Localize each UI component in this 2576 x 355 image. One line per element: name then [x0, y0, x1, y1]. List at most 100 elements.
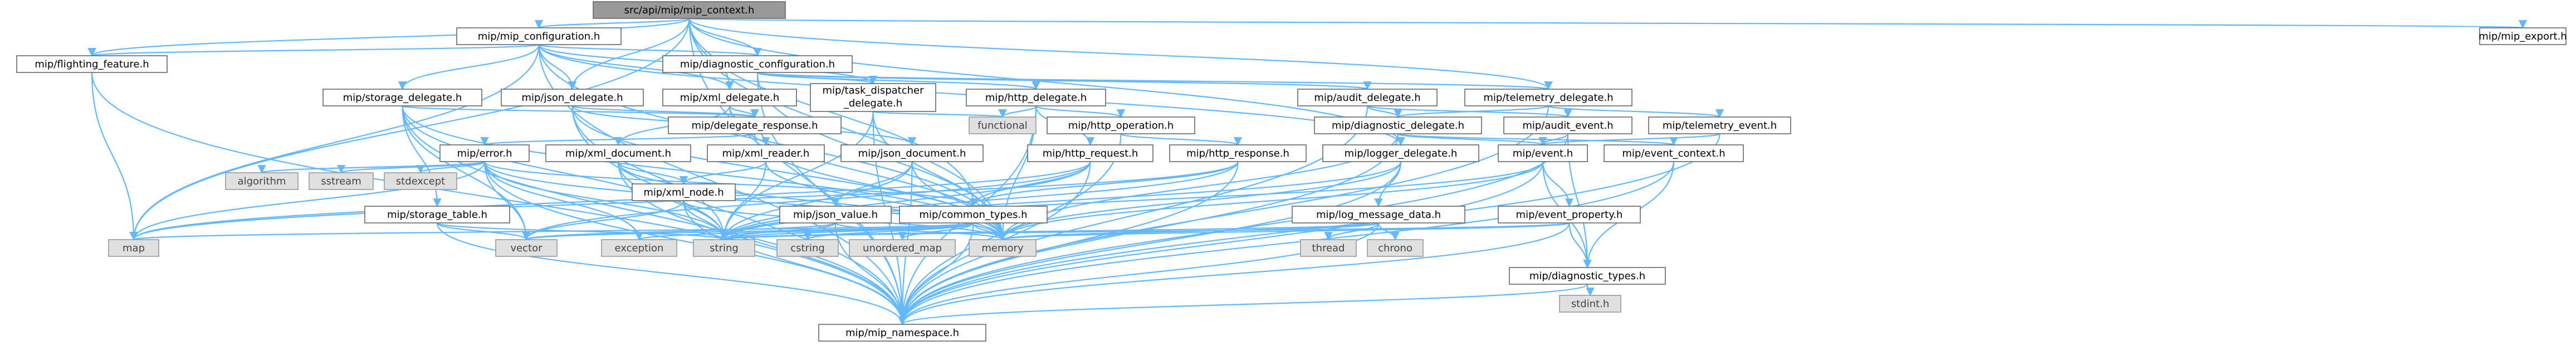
- node-thread: thread: [1300, 239, 1357, 257]
- node-mip-configuration[interactable]: mip/mip_configuration.h: [456, 27, 622, 45]
- node-chrono: chrono: [1367, 239, 1424, 257]
- edge-http_operation-to-http_response: [1120, 133, 1242, 146]
- node-log-message-data[interactable]: mip/log_message_data.h: [1292, 206, 1465, 223]
- edge-error-to-map: [129, 161, 486, 241]
- node-box: [309, 172, 374, 190]
- node-label: mip/common_types.h: [919, 209, 1027, 221]
- node-label: mip/mip_configuration.h: [478, 31, 600, 42]
- edge-telemetry_delegate-to-diagnostic_delegate: [1394, 105, 1549, 118]
- node-label-line: _delegate.h: [843, 98, 902, 109]
- node-http-response[interactable]: mip/http_response.h: [1169, 144, 1307, 162]
- node-label: mip/http_delegate.h: [985, 92, 1087, 104]
- node-xml-reader[interactable]: mip/xml_reader.h: [707, 144, 825, 162]
- edge-json_delegate-to-delegate_response: [571, 105, 759, 118]
- edge-flighting_feature-to-mip_namespace: [91, 72, 907, 325]
- node-label: mip/logger_delegate.h: [1345, 148, 1458, 159]
- node-box: [668, 116, 842, 134]
- node-functional: functional: [969, 116, 1037, 134]
- node-diagnostic-configuration[interactable]: mip/diagnostic_configuration.h: [662, 55, 853, 73]
- node-audit-event[interactable]: mip/audit_event.h: [1503, 116, 1632, 134]
- node-cstring: cstring: [776, 239, 839, 257]
- node-diagnostic-types[interactable]: mip/diagnostic_types.h: [1509, 267, 1666, 285]
- node-stdexcept: stdexcept: [384, 172, 457, 190]
- edge-http_request-to-map: [129, 161, 1091, 241]
- node-box: [108, 239, 159, 257]
- node-xml-document[interactable]: mip/xml_document.h: [545, 144, 691, 162]
- edge-event_property-to-mip_namespace: [898, 222, 1570, 325]
- node-box: [1300, 239, 1357, 257]
- node-box: [776, 239, 839, 257]
- edge-root-to-common_types: [688, 18, 978, 207]
- node-label: mip/flighting_feature.h: [35, 59, 149, 70]
- edge-http_request-to-vector: [522, 161, 1091, 241]
- node-label: mip/http_request.h: [1043, 148, 1138, 159]
- node-box: [969, 239, 1037, 257]
- node-mip-export[interactable]: mip/mip_export.h: [2479, 27, 2567, 45]
- edge-http_response-to-mip_namespace: [898, 161, 1239, 325]
- node-box: [1027, 144, 1153, 162]
- node-algorithm: algorithm: [225, 172, 299, 190]
- node-http-delegate[interactable]: mip/http_delegate.h: [966, 89, 1106, 106]
- node-storage-delegate[interactable]: mip/storage_delegate.h: [322, 89, 482, 106]
- node-json-delegate[interactable]: mip/json_delegate.h: [501, 89, 644, 106]
- edge-root-to-flighting_feature: [87, 18, 690, 57]
- node-audit-delegate[interactable]: mip/audit_delegate.h: [1297, 89, 1438, 106]
- node-label: sstream: [321, 176, 361, 187]
- node-common-types[interactable]: mip/common_types.h: [899, 206, 1048, 223]
- edge-diagnostic_delegate-to-event: [1397, 133, 1547, 146]
- edge-mip_configuration-to-flighting_feature: [88, 43, 540, 57]
- node-string: string: [693, 239, 755, 257]
- node-event-property[interactable]: mip/event_property.h: [1498, 206, 1641, 223]
- node-box: [899, 206, 1048, 223]
- node-label: mip/xml_delegate.h: [680, 92, 780, 104]
- node-sstream: sstream: [309, 172, 374, 190]
- node-error[interactable]: mip/error.h: [439, 144, 530, 162]
- node-xml-delegate[interactable]: mip/xml_delegate.h: [662, 89, 797, 106]
- node-telemetry-event[interactable]: mip/telemetry_event.h: [1648, 116, 1791, 134]
- node-mip-namespace[interactable]: mip/mip_namespace.h: [818, 324, 986, 342]
- node-json-value[interactable]: mip/json_value.h: [779, 206, 892, 223]
- node-label: mip/xml_node.h: [643, 187, 724, 198]
- edge-event_property-to-diagnostic_types: [1568, 222, 1592, 269]
- edge-common_types-to-exception: [635, 222, 974, 241]
- edge-json_document-to-string: [720, 161, 913, 241]
- edge-error-to-stdexcept: [416, 161, 486, 174]
- edge-xml_node-to-mip_namespace: [683, 200, 907, 325]
- edge-http_operation-to-mip_namespace: [898, 133, 1122, 325]
- node-http-operation[interactable]: mip/http_operation.h: [1047, 116, 1195, 134]
- node-event-context[interactable]: mip/event_context.h: [1604, 144, 1744, 162]
- node-http-request[interactable]: mip/http_request.h: [1027, 144, 1153, 162]
- edge-json_value-to-memory: [834, 222, 1007, 241]
- edge-logger_delegate-to-string: [720, 161, 1402, 241]
- edge-json_document-to-memory: [911, 161, 1007, 241]
- edge-http_response-to-common_types: [969, 161, 1239, 207]
- node-event[interactable]: mip/event.h: [1498, 144, 1588, 162]
- node-telemetry-delegate[interactable]: mip/telemetry_delegate.h: [1464, 89, 1632, 106]
- node-box: [501, 89, 644, 106]
- edge-layer: [87, 17, 2524, 325]
- edge-log_message_data-to-chrono: [1377, 222, 1400, 241]
- node-json-document[interactable]: mip/json_document.h: [840, 144, 984, 162]
- node-xml-node[interactable]: mip/xml_node.h: [632, 183, 736, 201]
- node-diagnostic-delegate[interactable]: mip/diagnostic_delegate.h: [1314, 116, 1482, 134]
- node-flighting-feature[interactable]: mip/flighting_feature.h: [16, 55, 168, 73]
- node-box: [322, 89, 482, 106]
- edge-mip_configuration-to-diagnostic_configuration: [538, 43, 762, 57]
- node-box: [818, 324, 986, 342]
- node-box: [1322, 144, 1479, 162]
- edge-root-to-telemetry_delegate: [688, 18, 1553, 90]
- edge-http_response-to-string: [720, 161, 1239, 241]
- node-label: mip/mip_export.h: [2479, 31, 2567, 42]
- node-task-dispatcher-delegate[interactable]: mip/task_dispatcher_delegate.h: [810, 83, 936, 112]
- node-delegate-response[interactable]: mip/delegate_response.h: [668, 116, 842, 134]
- node-box: [364, 206, 510, 223]
- node-label: mip/diagnostic_configuration.h: [680, 59, 835, 70]
- node-label: mip/mip_namespace.h: [845, 327, 959, 339]
- node-storage-table[interactable]: mip/storage_table.h: [364, 206, 510, 223]
- edge-diagnostic_configuration-to-telemetry_delegate: [756, 71, 1552, 90]
- edge-storage_delegate-to-delegate_response: [402, 105, 759, 118]
- node-box: [849, 239, 956, 257]
- node-logger-delegate[interactable]: mip/logger_delegate.h: [1322, 144, 1479, 162]
- edge-storage_delegate-to-string: [402, 105, 729, 241]
